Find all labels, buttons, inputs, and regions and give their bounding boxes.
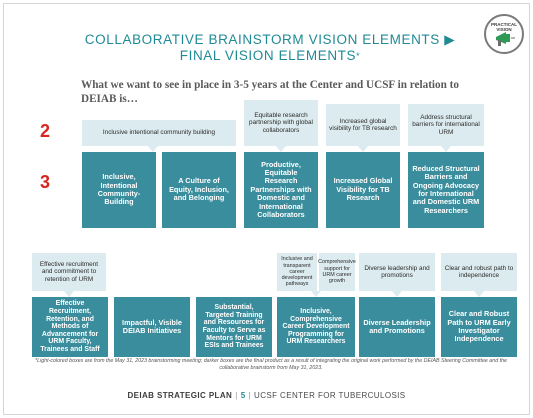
connector-arrow xyxy=(64,291,74,297)
connector-arrow xyxy=(441,146,451,152)
footer-separator: | xyxy=(248,391,252,400)
megaphone-icon xyxy=(496,32,515,46)
vision-element-box: Inclusive, Intentional Community-Buildin… xyxy=(82,152,156,228)
practical-vision-badge: PRACTICAL VISION xyxy=(484,14,524,54)
brainstorm-box: Increased global visibility for TB resea… xyxy=(326,104,400,146)
page-footer: DEIAB STRATEGIC PLAN|5|UCSF CENTER FOR T… xyxy=(0,391,533,400)
brainstorm-box: Clear and robust path to independence xyxy=(441,253,517,291)
connector-arrow xyxy=(311,291,321,297)
brainstorm-box: Diverse leadership and promotions xyxy=(359,253,435,291)
footer-separator: | xyxy=(235,391,238,400)
connector-arrow xyxy=(148,146,158,152)
row-number-3: 3 xyxy=(40,172,51,192)
vision-element-box: Clear and Robust Path to URM Early Inves… xyxy=(441,297,517,357)
vision-element-box: A Culture of Equity, Inclusion, and Belo… xyxy=(162,152,236,228)
brainstorm-box: Address structural barriers for internat… xyxy=(408,104,484,146)
title-line-2-text: FINAL VISION ELEMENTS xyxy=(179,48,357,63)
vision-element-box: Inclusive, Comprehensive Career Developm… xyxy=(277,297,355,357)
intro-question: What we want to see in place in 3-5 year… xyxy=(81,79,459,105)
connector-arrow xyxy=(358,146,368,152)
brainstorm-box: Comprehensive support for URM career gro… xyxy=(318,253,356,291)
connector-arrow xyxy=(392,291,402,297)
footer-plan-title: DEIAB STRATEGIC PLAN xyxy=(127,391,233,400)
footer-org: UCSF CENTER FOR TUBERCULOSIS xyxy=(254,391,406,400)
vision-element-box: Effective Recruitment, Retention, and Me… xyxy=(32,297,108,357)
page-number: 5 xyxy=(240,391,246,400)
brainstorm-box: Effective recruitment and commitment to … xyxy=(32,253,106,291)
badge-label: PRACTICAL VISION xyxy=(491,22,517,32)
vision-element-box: Reduced Structural Barriers and Ongoing … xyxy=(408,152,484,228)
row-number-2: 2 xyxy=(40,121,51,141)
brainstorm-box: Inclusive intentional community building xyxy=(82,120,236,146)
brainstorm-box: Equitable research partnership with glob… xyxy=(244,100,318,146)
vision-element-box: Impactful, Visible DEIAB Initiatives xyxy=(114,297,190,357)
vision-element-box: Substantial, Targeted Training and Resou… xyxy=(196,297,272,357)
connector-arrow xyxy=(474,291,484,297)
vision-element-box: Diverse Leadership and Promotions xyxy=(359,297,435,357)
title-footnote-mark: * xyxy=(356,51,361,61)
title-line-2: FINAL VISION ELEMENTS* xyxy=(60,48,480,64)
slide-title: COLLABORATIVE BRAINSTORM VISION ELEMENTS… xyxy=(60,32,480,64)
vision-element-box: Increased Global Visibility for TB Resea… xyxy=(326,152,400,228)
footnote: *Light-colored boxes are from the May 31… xyxy=(35,358,507,371)
brainstorm-box: Inclusive and transparent career develop… xyxy=(277,253,317,291)
vision-element-box: Productive, Equitable Research Partnersh… xyxy=(244,152,318,228)
title-line-1: COLLABORATIVE BRAINSTORM VISION ELEMENTS… xyxy=(84,32,456,47)
connector-arrow xyxy=(276,146,286,152)
